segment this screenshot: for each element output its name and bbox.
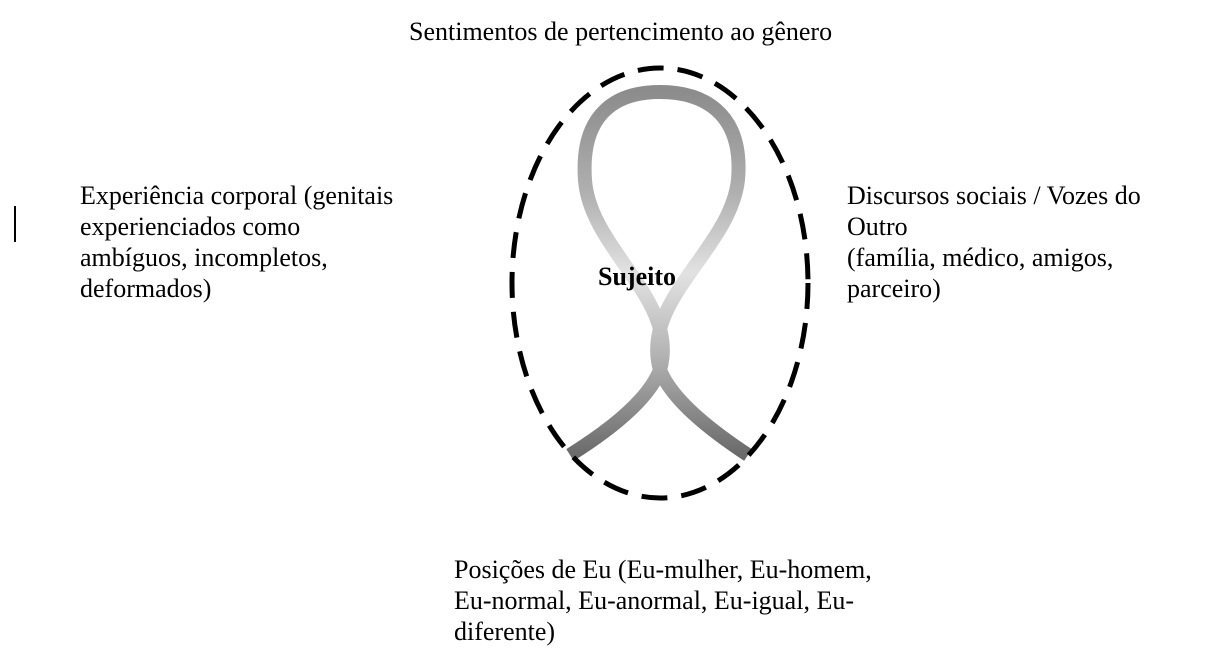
bodily-experience-label: Experiência corporal (genitais experienc… [80, 180, 393, 304]
social-discourses-line: (família, médico, amigos, [847, 243, 1114, 272]
bodily-experience-line: ambíguos, incompletos, [80, 243, 328, 272]
subject-dashed-ellipse [509, 65, 811, 501]
self-positions-label: Posições de Eu (Eu-mulher, Eu-homem, Eu-… [454, 554, 872, 647]
social-discourses-line: parceiro) [847, 274, 941, 303]
bodily-experience-line: experienciados como [80, 212, 301, 241]
gender-belonging-label-text: Sentimentos de pertencimento ao gênero [409, 17, 833, 46]
bodily-experience-line: Experiência corporal (genitais [80, 181, 394, 210]
self-positions-line: Eu-normal, Eu-anormal, Eu-igual, Eu- [454, 586, 854, 615]
social-discourses-label: Discursos sociais / Vozes do Outro (famí… [847, 180, 1141, 304]
gender-belonging-label: Sentimentos de pertencimento ao gênero [409, 16, 832, 47]
self-positions-line: Posições de Eu (Eu-mulher, Eu-homem, [454, 555, 872, 584]
ribbon-loop-left-strand [566, 85, 670, 461]
subject-center-label: Sujeito [598, 262, 676, 291]
bodily-experience-line: deformados) [80, 274, 212, 303]
self-positions-line: diferente) [454, 617, 556, 646]
ribbon-loop-right-strand [650, 85, 752, 461]
social-discourses-line: Discursos sociais / Vozes do [847, 181, 1141, 210]
text-cursor-bar [14, 206, 16, 242]
social-discourses-line: Outro [847, 212, 908, 241]
